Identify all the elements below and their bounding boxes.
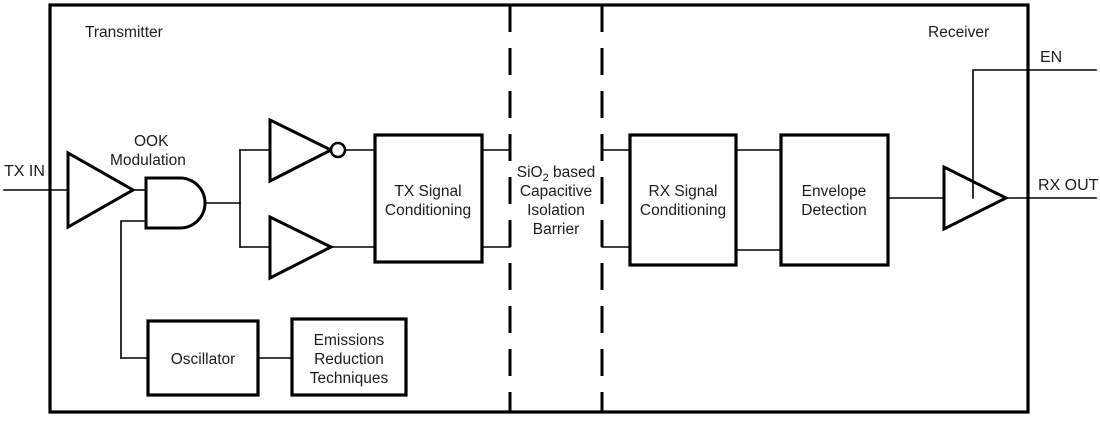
emissions-reduction-block [290, 317, 408, 397]
tx-signal-conditioning-block [373, 133, 484, 264]
barrier-label-line1: SiO2 based [517, 164, 596, 184]
rx-out-port-label: RX OUT [1038, 177, 1099, 194]
envelope-detection-label-line1: Envelope [802, 183, 867, 200]
emissions-reduction-label-line1: Emissions [314, 332, 385, 349]
ook-modulation-label-line2: Modulation [110, 152, 186, 169]
enable-port-label: EN [1040, 49, 1062, 66]
tx-inverter-icon [268, 117, 335, 184]
transmitter-section-label: Transmitter [85, 24, 163, 41]
enable-wire [972, 69, 1097, 199]
tx-signal-conditioning-label-line1: TX Signal [394, 183, 461, 200]
and-gate-icon [144, 176, 207, 230]
envelope-detection-label-line2: Detection [801, 202, 866, 219]
ook-modulation-label-line1: OOK [134, 133, 169, 150]
oscillator-label: Oscillator [171, 351, 236, 368]
rx-signal-conditioning-label-line1: RX Signal [649, 183, 718, 200]
input-buffer-icon [66, 150, 137, 230]
barrier-label-line2: Capacitive [520, 183, 592, 200]
emissions-reduction-label-line3: Techniques [310, 370, 389, 387]
device-outline [48, 3, 1030, 414]
inverter-bubble-icon [329, 141, 347, 159]
tx-signal-conditioning-label-line2: Conditioning [385, 202, 471, 219]
tx-in-port-label: TX IN [4, 163, 45, 180]
receiver-section-label: Receiver [928, 24, 989, 41]
rx-signal-conditioning-block [628, 133, 738, 267]
rx-signal-conditioning-label-line2: Conditioning [640, 202, 726, 219]
barrier-label-line4: Barrier [533, 221, 580, 238]
output-buffer-icon [942, 164, 1010, 232]
oscillator-block [146, 319, 260, 397]
barrier-label-line3: Isolation [527, 202, 585, 219]
emissions-reduction-label-line2: Reduction [314, 351, 384, 368]
envelope-detection-block [779, 133, 890, 267]
tx-buffer-icon [268, 214, 335, 281]
and-gate-lower-input-wire [120, 220, 147, 359]
